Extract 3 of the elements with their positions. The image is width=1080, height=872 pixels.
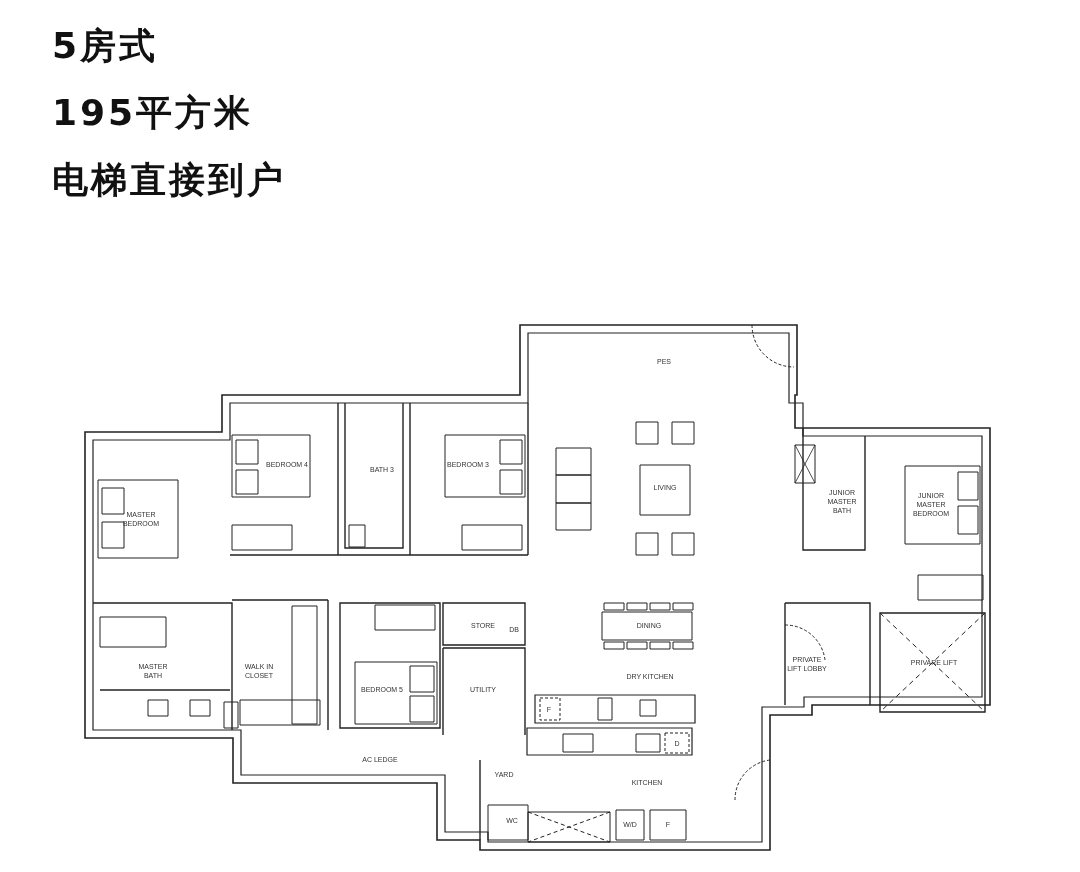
subtitle: 195平方米 (52, 95, 254, 131)
subtitle: 电梯直接到户 (52, 162, 286, 198)
title: 5房式 (52, 28, 159, 64)
